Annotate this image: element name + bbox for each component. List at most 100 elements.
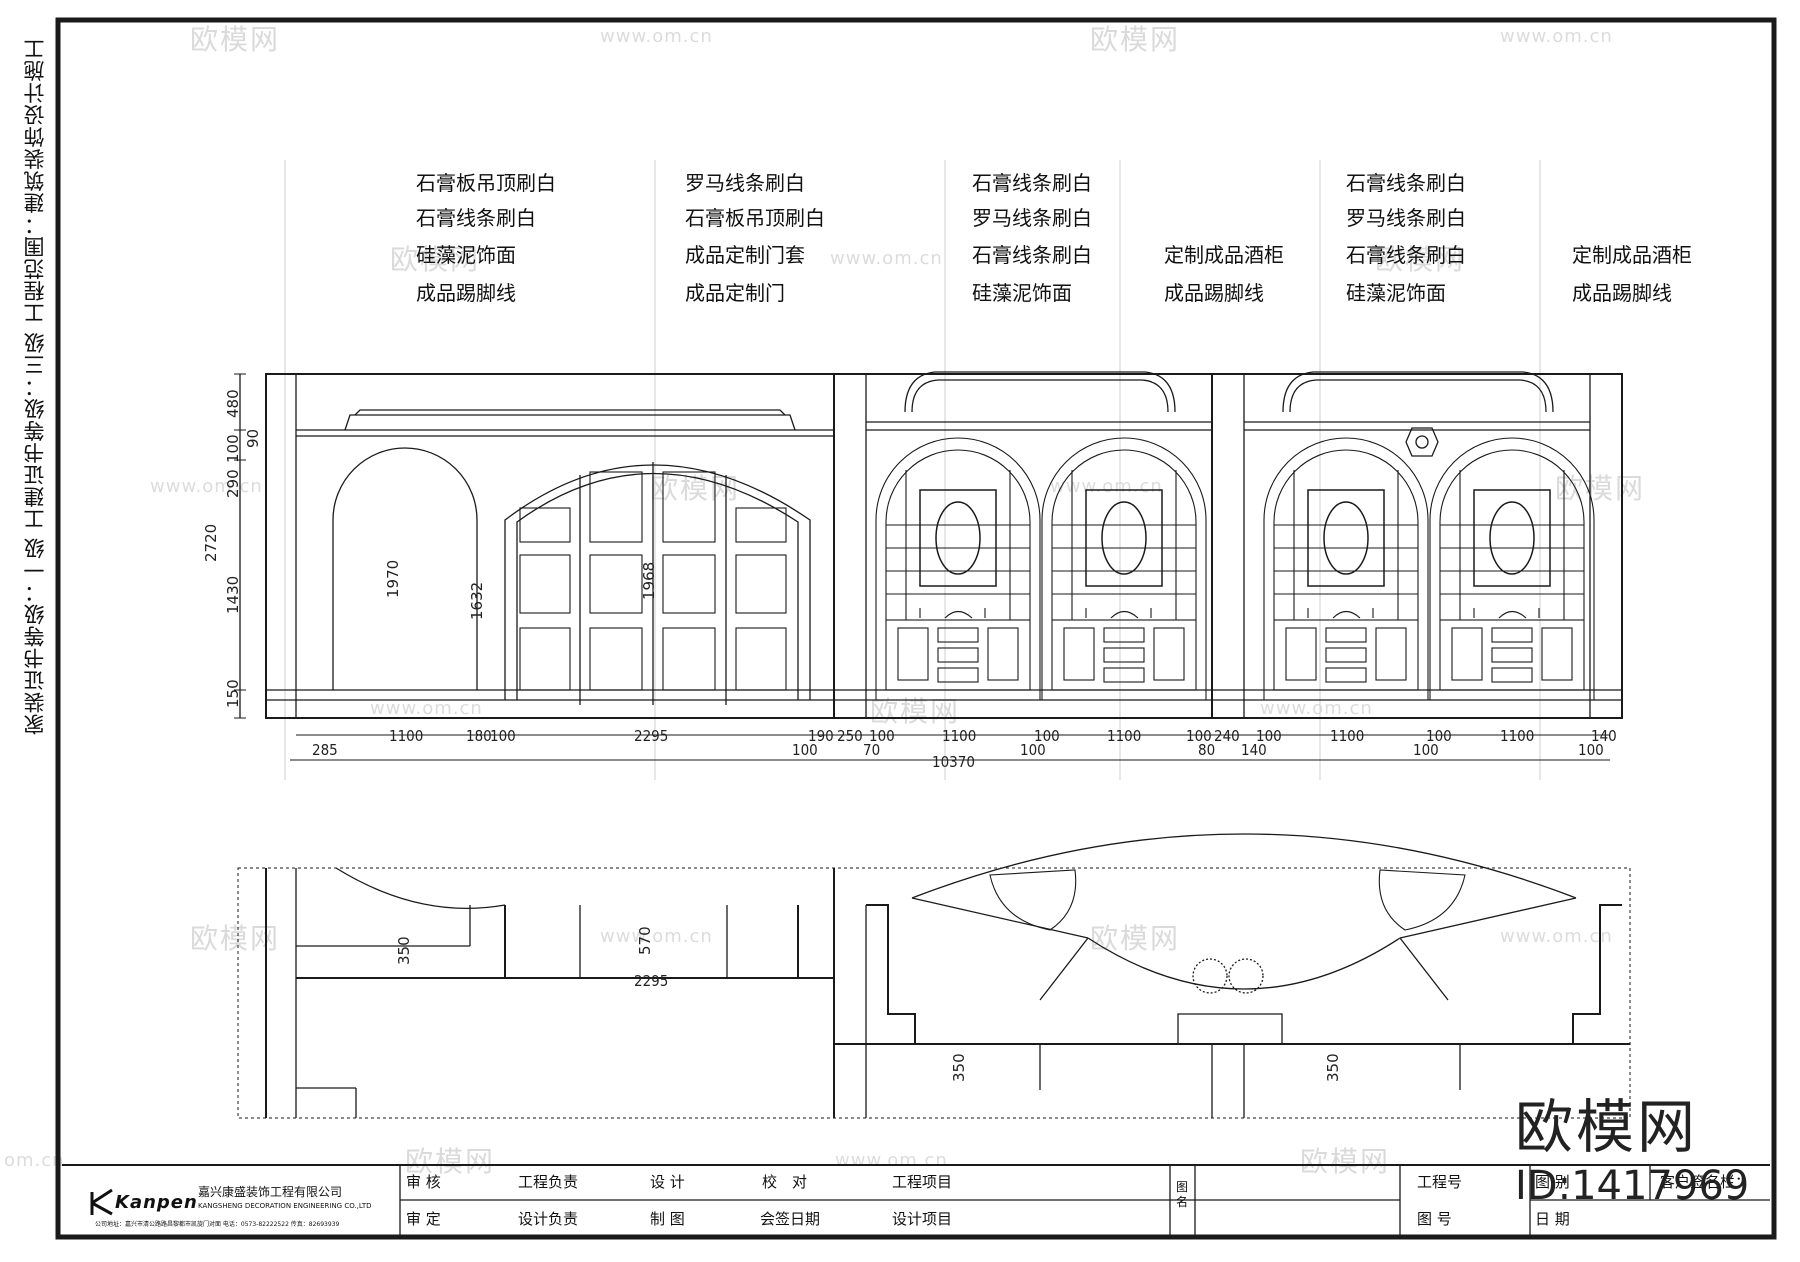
material-label: 定制成品酒柜	[1164, 243, 1284, 267]
horizontal-dimension: 10370	[932, 753, 975, 771]
material-label: 成品踢脚线	[416, 281, 516, 305]
tb-project-item: 工程项目	[892, 1173, 953, 1191]
watermark-url: www.om.cn	[370, 698, 483, 719]
watermark: 欧模网	[1555, 472, 1646, 505]
tb-date: 日 期	[1535, 1210, 1570, 1228]
horizontal-dimension: 1100	[1107, 727, 1142, 745]
plan-dimension: 350	[1324, 1053, 1342, 1082]
corner-watermark: 欧模网	[1515, 1093, 1699, 1161]
tb-drawing-no: 图 号	[1417, 1210, 1452, 1228]
tb-client-signature: 客户签名栏：	[1660, 1173, 1751, 1191]
watermark-url: www.om.cn	[150, 476, 263, 497]
vertical-dimension: 150	[224, 679, 242, 708]
tb-drafting: 制 图	[650, 1210, 685, 1228]
horizontal-dimension: 100	[1020, 741, 1046, 759]
vertical-dimension: 90	[244, 428, 262, 448]
tb-approve: 审 定	[406, 1210, 441, 1228]
horizontal-dimension: 100	[1426, 727, 1452, 745]
material-label: 硅藻泥饰面	[972, 281, 1072, 305]
tb-category: 图 别	[1535, 1173, 1570, 1191]
watermark-url: om.cn	[4, 1150, 65, 1171]
plan-dimension: 2295	[634, 972, 669, 990]
material-label: 石膏线条刷白	[972, 243, 1092, 267]
material-label: 罗马线条刷白	[1346, 206, 1466, 230]
material-label: 石膏板吊顶刷白	[685, 206, 825, 230]
horizontal-dimension: 100	[1413, 741, 1439, 759]
horizontal-dimension: 100	[1578, 741, 1604, 759]
plan-dimension: 570	[636, 926, 654, 955]
horizontal-dimension: 100	[869, 727, 895, 745]
material-label: 成品踢脚线	[1164, 281, 1264, 305]
horizontal-dimension: 250	[837, 727, 863, 745]
watermark: 欧模网	[1300, 1145, 1391, 1178]
horizontal-dimension: 2295	[634, 727, 669, 745]
side-certification-text: 家装证书等级：一级 工建证书等级：三级 工程范围：建筑装饰设计施工	[23, 37, 47, 735]
tb-drawing-name: 图名	[1175, 1180, 1188, 1209]
material-label: 硅藻泥饰面	[416, 243, 516, 267]
horizontal-dimension: 190	[808, 727, 834, 745]
company-english-name: KANGSHENG DECORATION ENGINEERING CO.,LTD	[198, 1202, 372, 1210]
watermark: 欧模网	[405, 1145, 496, 1178]
vertical-dimension: 480	[224, 389, 242, 418]
watermark-url: www.om.cn	[1500, 26, 1613, 47]
material-label: 石膏线条刷白	[972, 171, 1092, 195]
watermark-url: www.om.cn	[1260, 698, 1373, 719]
material-label: 石膏线条刷白	[1346, 171, 1466, 195]
inner-dimension: 1970	[384, 559, 402, 598]
tb-project-no: 工程号	[1417, 1173, 1463, 1191]
tb-review: 审 核	[406, 1173, 441, 1191]
horizontal-dimension: 100	[1186, 727, 1212, 745]
horizontal-dimension: 1100	[942, 727, 977, 745]
horizontal-dimension: 180	[466, 727, 492, 745]
tb-design-item: 设计项目	[892, 1210, 953, 1228]
tb-check: 校 对	[762, 1173, 808, 1191]
horizontal-dimension: 240	[1214, 727, 1240, 745]
horizontal-dimension: 140	[1241, 741, 1267, 759]
watermark: 欧模网	[1090, 23, 1181, 56]
watermark: 欧模网	[190, 23, 281, 56]
vertical-dimension: 1430	[224, 575, 242, 614]
horizontal-dimension: 1100	[1330, 727, 1365, 745]
horizontal-dimension: 285	[312, 741, 338, 759]
watermark-url: www.om.cn	[600, 926, 713, 947]
horizontal-dimension: 1100	[1500, 727, 1535, 745]
material-label: 成品踢脚线	[1572, 281, 1672, 305]
company-name: 嘉兴康盛装饰工程有限公司	[198, 1185, 343, 1199]
horizontal-dimension: 100	[792, 741, 818, 759]
material-label: 定制成品酒柜	[1572, 243, 1692, 267]
watermark-url: www.om.cn	[830, 248, 943, 269]
vertical-dimension: 100	[224, 434, 242, 463]
watermark: 欧模网	[1375, 243, 1466, 276]
horizontal-dimension: 100	[1034, 727, 1060, 745]
material-label: 成品定制门	[685, 281, 785, 305]
tb-design: 设 计	[650, 1173, 685, 1191]
material-label: 石膏线条刷白	[416, 206, 536, 230]
material-label: 硅藻泥饰面	[1346, 281, 1446, 305]
watermark-url: www.om.cn	[1500, 926, 1613, 947]
material-label: 成品定制门套	[685, 243, 805, 267]
watermark-url: www.om.cn	[600, 26, 713, 47]
company-address: 公司地址：嘉兴市清公路路昌黎都市凯旋门对面 电话：0573-82222522 传…	[95, 1221, 340, 1228]
horizontal-dimension: 80	[1198, 741, 1216, 759]
tb-project-lead: 工程负责	[518, 1173, 579, 1191]
material-label: 石膏板吊顶刷白	[416, 171, 556, 195]
horizontal-dimension: 70	[863, 741, 881, 759]
horizontal-dimension: 100	[1256, 727, 1282, 745]
material-label: 罗马线条刷白	[685, 171, 805, 195]
vertical-dimension: 290	[224, 469, 242, 498]
tb-sign-date: 会签日期	[760, 1210, 821, 1228]
horizontal-dimension: 140	[1591, 727, 1617, 745]
inner-dimension: 1632	[468, 581, 486, 620]
logo-text: Kanpen	[115, 1192, 198, 1213]
corner-watermark-id: ID:1417969	[1515, 1163, 1750, 1209]
plan-dimension: 350	[950, 1053, 968, 1082]
watermark: 欧模网	[1090, 922, 1181, 955]
plan-dimension: 350	[395, 936, 413, 965]
horizontal-dimension: 100	[490, 727, 516, 745]
tb-design-lead: 设计负责	[518, 1210, 579, 1228]
material-label: 罗马线条刷白	[972, 206, 1092, 230]
watermark-url: www.om.cn	[1050, 476, 1163, 497]
horizontal-dimension: 1100	[389, 727, 424, 745]
